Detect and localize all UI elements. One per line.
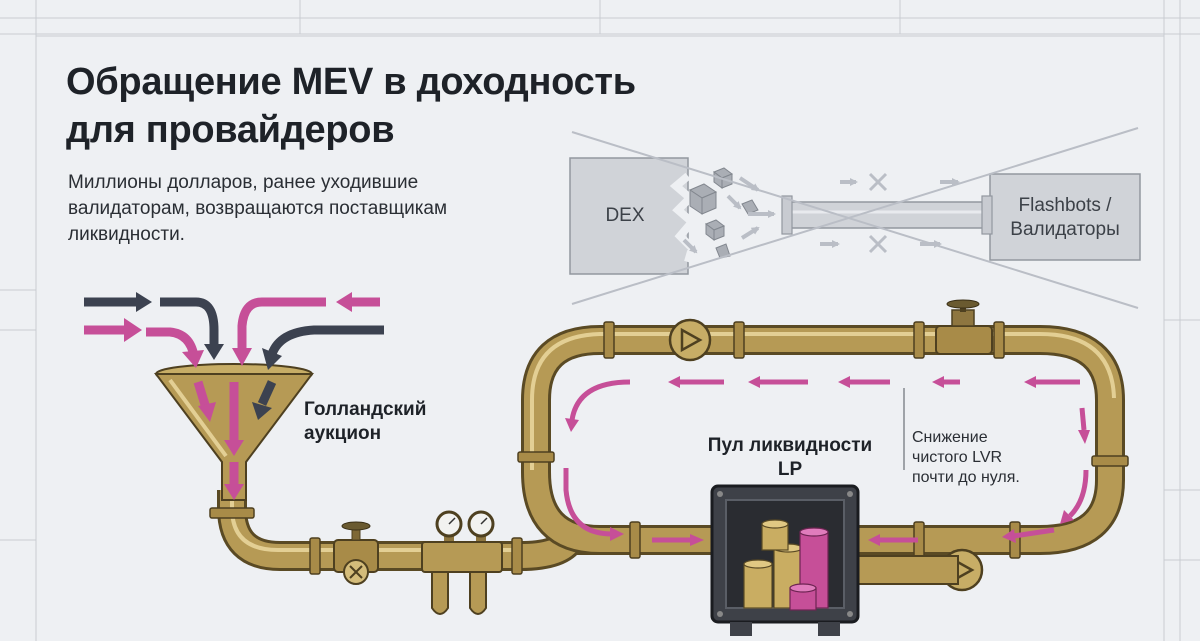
title-line-1: Обращение MEV в доходность <box>66 61 636 103</box>
title-line-2: для провайдеров <box>66 109 395 151</box>
pool-label-line-2: LP <box>777 459 803 480</box>
subtitle-line-1: Миллионы долларов, ранее уходившие <box>68 172 419 193</box>
dex-label: DEX <box>605 205 645 226</box>
liquidity-pool-label: Пул ликвидности LP <box>680 434 900 482</box>
pump-icon <box>857 548 984 592</box>
pipe-flanges <box>209 321 1129 575</box>
incoming-mev-arrows <box>84 292 384 500</box>
cross-out-icon <box>571 127 1139 309</box>
valve-icon <box>333 521 379 585</box>
cube-icon <box>741 199 759 215</box>
cube-icon <box>715 243 731 259</box>
pool-label-line-1: Пул ликвидности <box>707 435 873 456</box>
valve-icon <box>935 299 993 355</box>
dutch-auction-label: Голландский аукцион <box>304 398 426 446</box>
old-pipe <box>789 201 991 229</box>
lvr-reduction-note: Снижение чистого LVR почти до нуля. <box>912 428 1020 488</box>
flashbots-label: Flashbots / Валидаторы <box>990 194 1140 242</box>
cube-icon <box>688 183 718 215</box>
flashbots-label-line-1: Flashbots / <box>1018 195 1112 216</box>
page-subtitle: Миллионы долларов, ранее уходившие валид… <box>68 170 548 248</box>
auction-label-line-1: Голландский <box>304 399 427 420</box>
dex-box <box>569 157 689 275</box>
pipe-network <box>217 325 1125 571</box>
subtitle-line-2: валидаторам, возвращаются поставщикам <box>68 198 448 219</box>
old-flow-diagram <box>569 127 1141 309</box>
filter-icon <box>421 541 503 615</box>
coin-stack-icon <box>743 519 829 611</box>
cube-icon <box>704 219 726 241</box>
loop-flow-arrows <box>563 376 1090 546</box>
note-line-1: Снижение <box>912 429 988 446</box>
pump-icon <box>668 318 712 362</box>
subtitle-line-3: ликвидности. <box>68 224 185 245</box>
auction-label-line-2: аукцион <box>304 423 382 444</box>
page-title: Обращение MEV в доходность для провайдер… <box>66 58 786 154</box>
note-line-2: чистого LVR <box>912 449 1003 466</box>
cross-out-icon <box>868 172 888 254</box>
flashbots-box <box>989 173 1141 261</box>
flashbots-label-line-2: Валидаторы <box>1010 219 1120 240</box>
note-line-3: почти до нуля. <box>912 469 1020 486</box>
